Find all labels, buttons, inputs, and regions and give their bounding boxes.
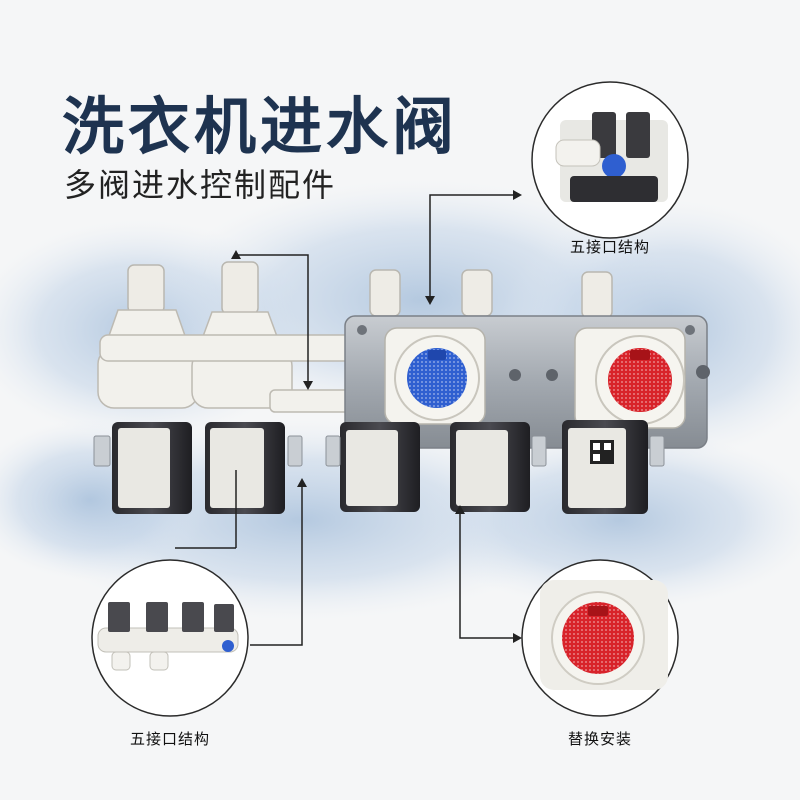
arrow-heads <box>231 190 522 643</box>
page-subtitle: 多阀进水控制配件 <box>64 166 337 204</box>
callout-label-bottom-right: 替换安装 <box>567 730 633 748</box>
callout-label-bottom-left: 五接口结构 <box>129 730 211 748</box>
callout-bottom-left <box>91 559 249 717</box>
page-title: 洗衣机进水阀 <box>62 90 459 163</box>
terminals <box>93 435 665 467</box>
left-valve-bodies <box>97 309 411 413</box>
callout-bottom-right <box>521 559 679 717</box>
callout-top-right <box>531 81 689 239</box>
valve-assembly <box>93 261 710 514</box>
blue-inlet-filter <box>384 327 486 425</box>
callout-label-top-right: 五接口结构 <box>569 238 651 256</box>
red-inlet-filter <box>574 327 686 429</box>
solenoid-coils <box>112 420 648 514</box>
hose-barbs <box>127 261 613 319</box>
callout-connectors <box>175 194 520 646</box>
